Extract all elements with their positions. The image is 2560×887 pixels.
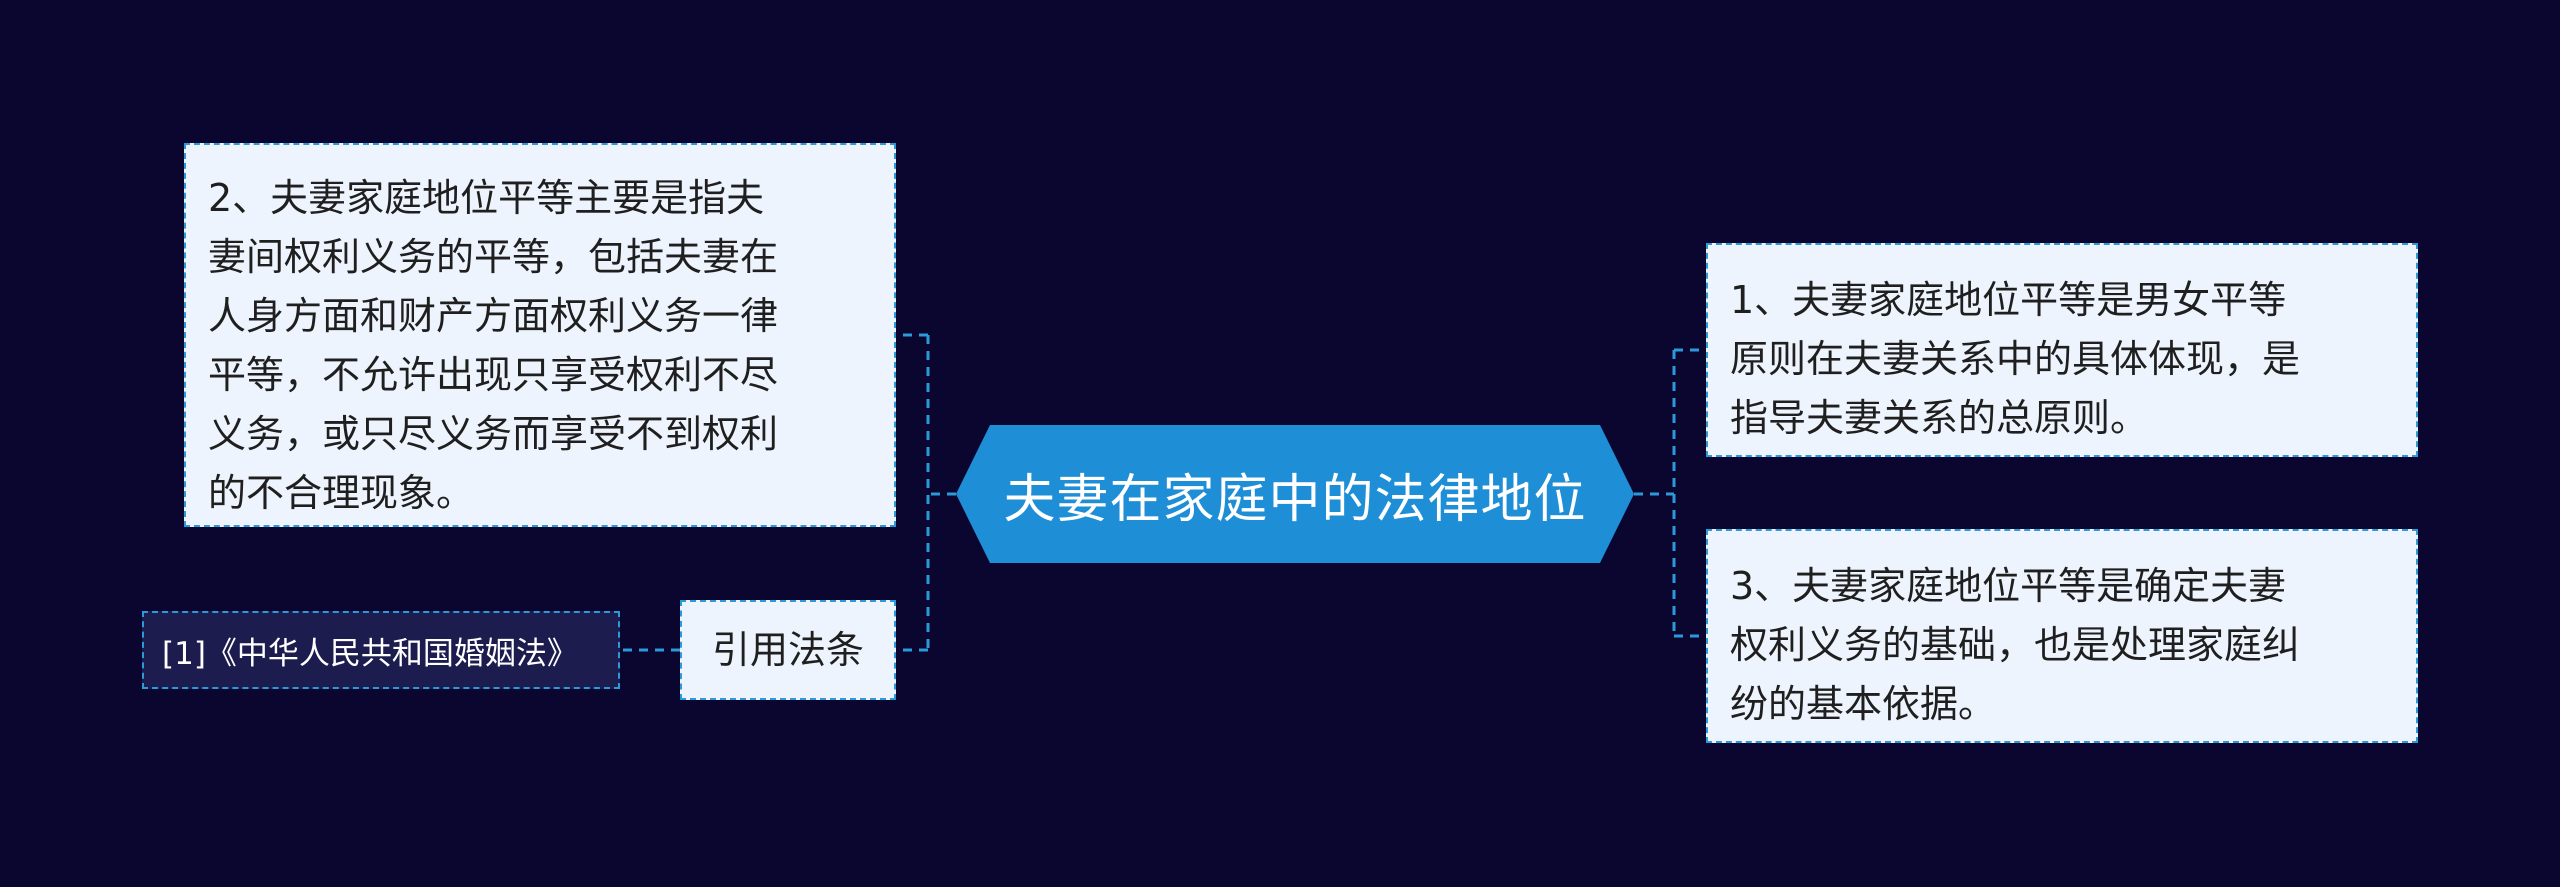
- node-line: 平等，不允许出现只享受权利不尽: [208, 353, 779, 397]
- node-line: 的不合理现象。: [208, 471, 475, 515]
- central-topic[interactable]: 夫妻在家庭中的法律地位: [956, 425, 1634, 563]
- node-line: 2、夫妻家庭地位平等主要是指夫: [208, 176, 765, 220]
- node-line: 人身方面和财产方面权利义务一律: [208, 294, 779, 338]
- reference-node-marriage-law[interactable]: [1]《中华人民共和国婚姻法》: [142, 611, 620, 689]
- node-line: 指导夫妻关系的总原则。: [1730, 396, 2149, 440]
- topic-node-equality-basis[interactable]: 3、夫妻家庭地位平等是确定夫妻 权利义务的基础，也是处理家庭纠 纷的基本依据。: [1706, 529, 2418, 743]
- node-line: 权利义务的基础，也是处理家庭纠: [1730, 623, 2301, 667]
- citation-label: 引用法条: [711, 627, 864, 672]
- reference-label: [1]《中华人民共和国婚姻法》: [162, 635, 578, 672]
- node-line: 原则在夫妻关系中的具体体现，是: [1730, 337, 2301, 381]
- topic-node-citation[interactable]: 引用法条: [680, 600, 896, 700]
- topic-node-equality-principle[interactable]: 1、夫妻家庭地位平等是男女平等 原则在夫妻关系中的具体体现，是 指导夫妻关系的总…: [1706, 243, 2418, 457]
- node-line: 纷的基本依据。: [1730, 682, 1997, 726]
- node-line: 1、夫妻家庭地位平等是男女平等: [1730, 278, 2287, 322]
- node-line: 义务，或只尽义务而享受不到权利: [208, 412, 779, 456]
- topic-node-equality-meaning[interactable]: 2、夫妻家庭地位平等主要是指夫 妻间权利义务的平等，包括夫妻在 人身方面和财产方…: [184, 143, 896, 527]
- central-topic-label: 夫妻在家庭中的法律地位: [1003, 469, 1587, 530]
- node-line: 3、夫妻家庭地位平等是确定夫妻: [1730, 564, 2287, 608]
- node-line: 妻间权利义务的平等，包括夫妻在: [208, 235, 779, 279]
